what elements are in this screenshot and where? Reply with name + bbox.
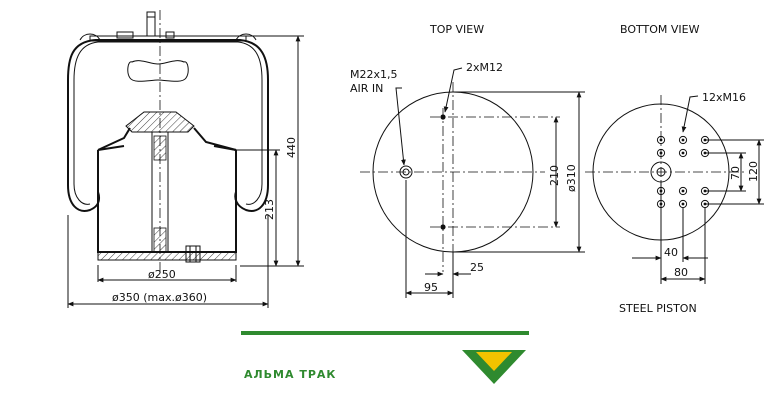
stud [146, 11, 156, 37]
dim-piston-diameter: ø250 [148, 268, 176, 281]
bolt-hole-center [659, 151, 663, 155]
brand-underline-bar [241, 331, 529, 335]
bolt-hole [656, 135, 666, 145]
piston-cap [125, 111, 195, 133]
dim-plate-diameter: ø310 [565, 164, 578, 192]
dim-overall-diameter: ø350 (max.ø360) [112, 291, 207, 304]
bolt-hole [678, 135, 688, 145]
dim-pattern-large: 120 [747, 161, 760, 182]
dim-stud-spacing: 210 [548, 165, 561, 186]
dim-stud-offset: 25 [470, 261, 484, 274]
air-inlet-label-line2: AIR IN [350, 82, 383, 95]
piston-note: STEEL PISTON [619, 302, 697, 315]
studs-label: 2xM12 [466, 61, 503, 74]
bottom-view: BOTTOM VIEW 12xM16 70 120 40 80 STEEL PI… [585, 23, 764, 315]
bolt-hole-center [681, 151, 685, 155]
bolt-hole-center [681, 202, 685, 206]
top-view: TOP VIEW M22x1,5 AIR IN 2xM12 210 ø310 9… [350, 23, 585, 298]
air-inlet-label-line1: M22x1,5 [350, 68, 398, 81]
dim-pattern-small: 70 [729, 166, 742, 180]
dim-height: 440 [285, 137, 298, 158]
top-view-title: TOP VIEW [429, 23, 484, 36]
bumper [127, 60, 189, 82]
bolt-hole [656, 148, 666, 158]
brand-logo [462, 350, 526, 384]
dim-inlet-offset: 95 [424, 281, 438, 294]
base-plate [97, 251, 237, 261]
bolt-hole-center [659, 138, 663, 142]
piston-body [97, 150, 237, 253]
dim-piston-height: 213 [263, 199, 276, 220]
air-inlet-hole [399, 165, 413, 179]
bottom-view-title: BOTTOM VIEW [620, 23, 700, 36]
brand-footer: АЛЬМА ТРАК [241, 331, 529, 384]
dim-offset-40: 40 [664, 246, 678, 259]
side-view: ø250 ø350 (max.ø360) 440 213 [67, 10, 304, 308]
bolt-hole [678, 148, 688, 158]
bolt-hole-center [681, 138, 685, 142]
dim-offset-80: 80 [674, 266, 688, 279]
bolt-hole [678, 186, 688, 196]
brand-name: АЛЬМА ТРАК [244, 368, 336, 381]
bolt-hole-center [681, 189, 685, 193]
threads-label: 12xM16 [702, 91, 746, 104]
top-plate [89, 35, 247, 42]
bolt-hole [678, 199, 688, 209]
